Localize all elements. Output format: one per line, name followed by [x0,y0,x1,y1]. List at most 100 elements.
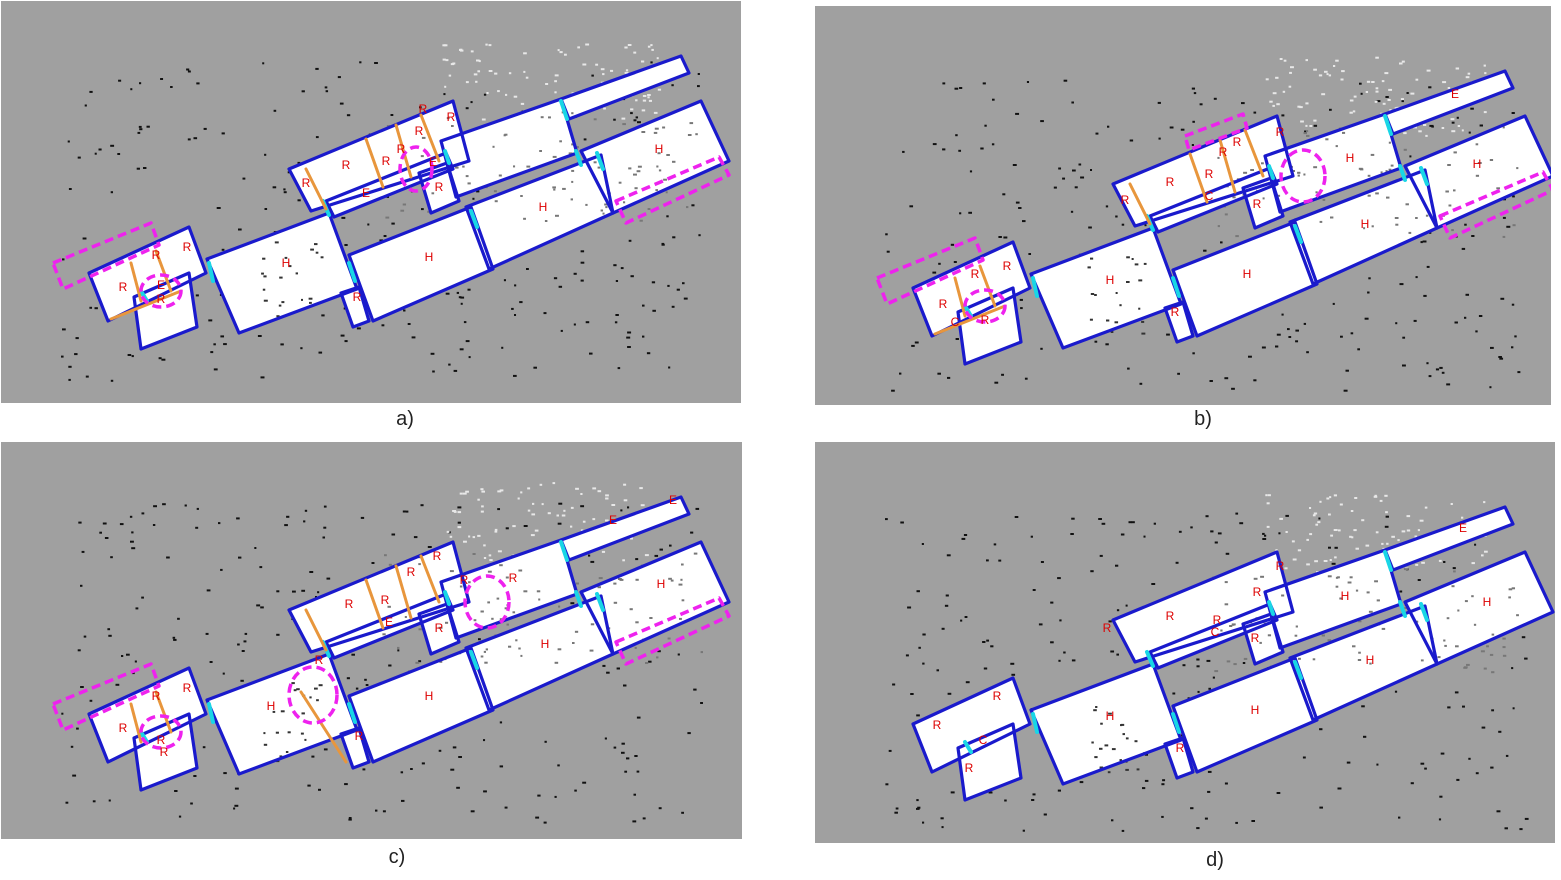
door-marker [595,151,605,171]
scan-noise [1095,132,1099,135]
door-marker [347,261,357,283]
scan-free-space [1323,560,1328,562]
door-marker [1267,600,1275,616]
scan-noise [583,138,587,141]
scan-noise [695,507,700,510]
scan-noise [193,775,197,777]
interior-scan [1443,639,1446,642]
scan-noise [628,239,632,242]
scan-noise [346,677,350,680]
scan-free-space [480,488,484,491]
scan-free-space [554,74,559,77]
interior-scan [387,605,391,608]
scan-noise [1144,224,1147,227]
interior-scan [681,599,685,602]
interior-scan [1224,603,1229,606]
room-border-topRooms [1111,550,1295,664]
scan-noise [1180,128,1185,131]
scan-noise [456,291,460,294]
region-label: R [435,180,444,194]
interior-scan [385,216,390,219]
interior-scan [262,257,266,260]
interior-scan [505,576,509,579]
interior-scan [1394,217,1399,219]
scan-free-space [1389,109,1392,112]
scan-free-space [1483,64,1486,67]
scan-free-space [563,509,566,512]
scan-noise [1475,330,1478,333]
scan-noise [323,748,328,751]
scan-free-space [494,528,498,531]
interior-scan [613,582,617,585]
interior-scan [1131,258,1134,260]
scan-noise [671,305,675,308]
scan-noise [1022,829,1025,832]
scan-noise [560,329,563,332]
scan-noise [326,577,331,580]
scan-free-space [635,99,638,102]
room-floor [1113,552,1293,662]
scan-noise [677,653,680,656]
scan-free-space [1328,74,1332,77]
interior-scan [439,660,443,663]
door-marker [1031,276,1039,298]
scan-free-space [475,80,478,83]
scan-noise [691,204,695,207]
scan-noise [511,307,514,310]
scan-noise [127,354,132,356]
scan-free-space [1282,90,1286,93]
scan-noise [304,509,308,512]
room-floor [89,227,206,321]
interior-scan [1298,657,1301,660]
region-label: R [1213,613,1222,627]
scan-noise [895,807,899,810]
interior-scan [1496,187,1500,190]
scan-noise [131,531,134,534]
scan-noise [130,88,133,91]
scan-free-space [1419,519,1424,522]
interior-scan [1448,204,1452,207]
room-floor [561,56,689,119]
region-label: R [939,297,948,311]
scan-noise [544,740,547,743]
scan-noise [472,197,475,200]
interior-scan [641,131,646,133]
false-split-line [978,264,997,308]
interior-scan [301,712,305,715]
interior-scan [1455,645,1459,648]
scan-free-space [481,118,486,121]
room-border-leftBlock [87,225,208,323]
interior-scan [1355,589,1359,592]
interior-scan [656,165,659,168]
scan-noise [130,540,134,543]
scan-noise [513,374,517,377]
false-split-line [394,564,413,620]
scan-free-space [1481,554,1484,557]
room-border-smallBox2 [1241,612,1285,666]
interior-scan [446,117,450,120]
scan-noise [115,683,120,686]
scan-free-space [597,490,602,493]
interior-scan [681,563,684,566]
scan-noise [591,74,594,77]
interior-scan [498,174,502,177]
interior-scan [628,167,632,170]
scan-noise [1410,782,1414,785]
scan-noise [410,768,413,770]
region-label: R [1253,197,1262,211]
scan-noise [339,102,344,105]
interior-scan [1094,756,1098,759]
false-split-line [364,137,385,189]
caption-a: a) [396,408,414,430]
region-label: H [1346,151,1355,165]
scan-noise [585,321,590,324]
scan-noise [445,292,450,295]
false-split-line [154,249,173,293]
region-label: R [160,745,169,759]
scan-noise [448,531,451,534]
scan-noise [1287,328,1290,331]
interior-scan [1312,658,1316,661]
scan-noise [503,279,506,282]
scan-noise [983,667,988,670]
scan-free-space [1375,56,1379,59]
